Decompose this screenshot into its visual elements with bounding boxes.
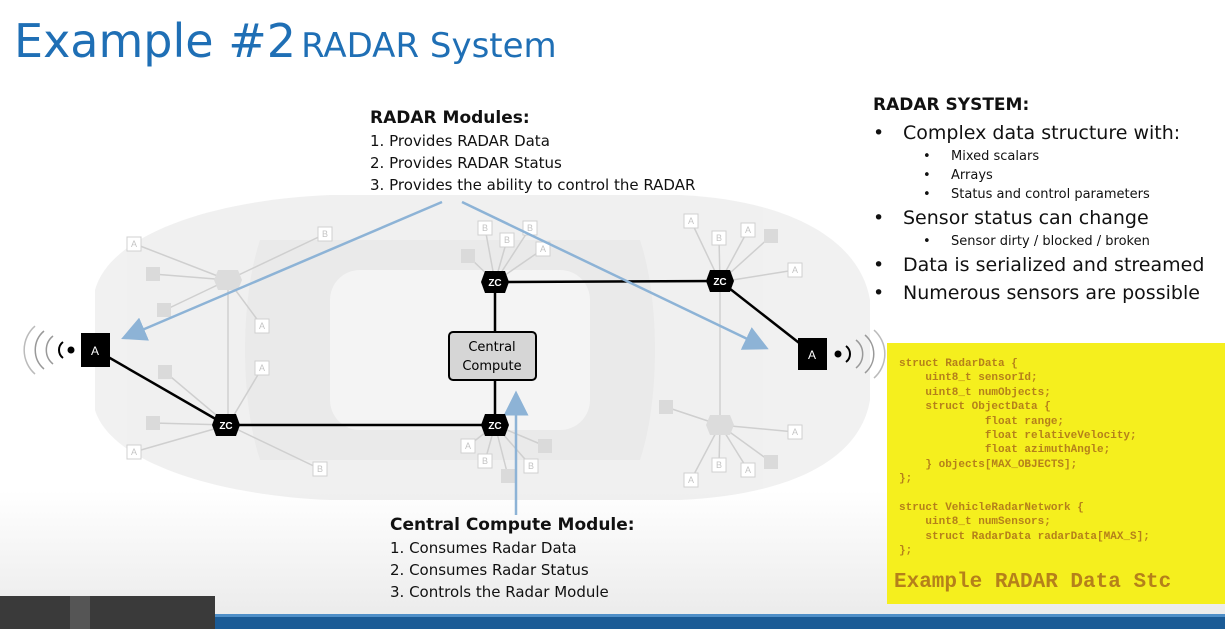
radar-system-bullet: Data is serialized and streamed: [873, 251, 1204, 279]
slide-title: Example #2 RADAR System: [14, 14, 557, 68]
sensor-b-label: B: [317, 464, 323, 474]
radar-system-subbullet: Arrays: [873, 166, 1204, 185]
sensor-a-label: A: [688, 475, 694, 485]
ghost-zc-node: [214, 270, 242, 290]
sensor-boxes: A B A A A B B B B A A B B A B A A A A B …: [126, 213, 803, 488]
radar-modules-item: 3. Provides the ability to control the R…: [370, 176, 696, 194]
central-compute-callout: Central Compute Module: 1. Consumes Rada…: [390, 515, 635, 603]
sensor-a-label: A: [259, 321, 265, 331]
radar-system-list: Complex data structure with: Mixed scala…: [873, 119, 1204, 307]
network-links: [95, 279, 813, 427]
zc-node: ZC: [212, 414, 240, 436]
radar-system-subbullet: Sensor dirty / blocked / broken: [873, 232, 1204, 251]
central-compute-line1: Central: [468, 340, 515, 355]
slide-title-sub: RADAR System: [301, 26, 557, 66]
sensor-a-label: A: [131, 239, 137, 249]
slide-title-main: Example #2: [14, 14, 296, 68]
ghost-zc-node: [706, 415, 734, 435]
zc-node: ZC: [481, 271, 509, 293]
sensor-a-label: A: [259, 363, 265, 373]
radar-system-subbullet: Status and control parameters: [873, 185, 1204, 204]
radar-modules-callout: RADAR Modules: 1. Provides RADAR Data 2.…: [370, 108, 695, 196]
radar-system-subbullet: Mixed scalars: [873, 147, 1204, 166]
central-compute-heading: Central Compute Module:: [390, 515, 635, 535]
slide-footer-bar: [215, 614, 1225, 629]
sensor-a-label: A: [688, 216, 694, 226]
sensor-b-label: B: [716, 460, 722, 470]
zc-node: ZC: [481, 414, 509, 436]
central-compute-item: 1. Consumes Radar Data: [390, 539, 577, 557]
sensor-a-label: A: [465, 441, 471, 451]
radar-waves-right-icon: [834, 329, 886, 379]
central-compute-node: Central Compute: [448, 331, 537, 381]
radar-sensor-right: A: [798, 338, 827, 370]
code-snippet-box: struct RadarData { uint8_t sensorId; uin…: [887, 343, 1225, 604]
radar-modules-item: 2. Provides RADAR Status: [370, 154, 562, 172]
sensor-a-label: A: [792, 265, 798, 275]
radar-modules-heading: RADAR Modules:: [370, 108, 530, 128]
radar-system-heading: RADAR SYSTEM:: [873, 95, 1030, 115]
webcam-overlay: [0, 596, 215, 629]
sensor-a-label: A: [540, 244, 546, 254]
sensor-a-label: A: [792, 427, 798, 437]
central-compute-item: 3. Controls the Radar Module: [390, 583, 609, 601]
radar-system-bullet: Complex data structure with:: [873, 119, 1204, 147]
zc-label: ZC: [713, 277, 726, 288]
central-compute-line2: Compute: [462, 359, 521, 374]
sensor-b-label: B: [504, 235, 510, 245]
sensor-b-label: B: [528, 461, 534, 471]
code-snippet: struct RadarData { uint8_t sensorId; uin…: [899, 358, 1150, 558]
sensor-b-label: B: [322, 229, 328, 239]
zc-label: ZC: [488, 421, 501, 432]
sensor-a-label: A: [745, 465, 751, 475]
radar-label: A: [808, 348, 816, 362]
radar-system-panel: RADAR SYSTEM: Complex data structure wit…: [873, 95, 1204, 307]
radar-modules-item: 1. Provides RADAR Data: [370, 132, 550, 150]
radar-label: A: [91, 344, 99, 358]
callout-arrows: [121, 200, 769, 515]
sensor-b-label: B: [527, 223, 533, 233]
zc-node: ZC: [706, 270, 734, 292]
radar-waves-left-icon: [23, 325, 75, 375]
code-caption: Example RADAR Data Stc: [894, 571, 1172, 594]
sensor-b-label: B: [482, 456, 488, 466]
radar-system-bullet: Sensor status can change: [873, 204, 1204, 232]
zc-label: ZC: [488, 278, 501, 289]
sensor-a-label: A: [131, 447, 137, 457]
sensor-b-label: B: [716, 233, 722, 243]
radar-sensor-left: A: [81, 333, 110, 367]
zc-label: ZC: [219, 421, 232, 432]
central-compute-item: 2. Consumes Radar Status: [390, 561, 589, 579]
sensor-a-label: A: [745, 225, 751, 235]
radar-system-bullet: Numerous sensors are possible: [873, 279, 1204, 307]
sensor-b-label: B: [482, 223, 488, 233]
